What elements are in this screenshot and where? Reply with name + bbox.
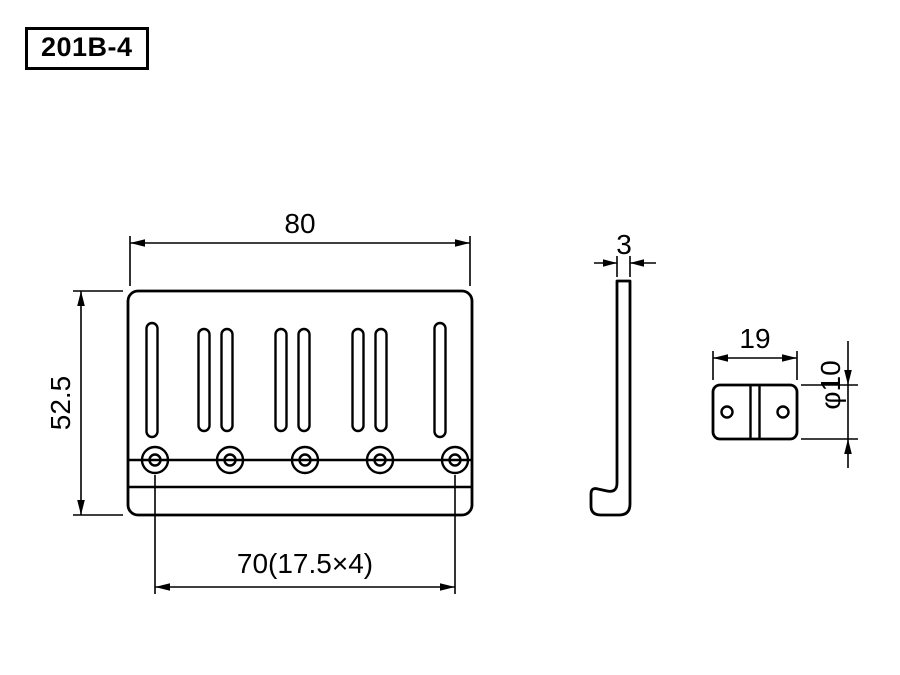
bridge-plate-top-view bbox=[126, 289, 474, 517]
dimension-text-height: 52.5 bbox=[45, 376, 76, 431]
arrowhead-left bbox=[603, 259, 617, 267]
arrowhead-top bbox=[77, 291, 85, 306]
arrowhead-bottom bbox=[77, 500, 85, 515]
string-slot bbox=[351, 327, 365, 433]
mounting-hole-center bbox=[148, 453, 162, 467]
mounting-hole bbox=[290, 445, 320, 475]
dimension-text-saddle-width: 19 bbox=[739, 323, 770, 354]
string-slot bbox=[145, 321, 159, 439]
arrowhead-left bbox=[130, 239, 145, 247]
string-slots bbox=[145, 321, 447, 439]
dimension-text-width: 80 bbox=[284, 208, 315, 239]
saddle-top-view bbox=[711, 383, 799, 441]
dimension-screw-spacing: 70(17.5×4) bbox=[154, 475, 456, 594]
dimension-text-thickness: 3 bbox=[616, 229, 632, 260]
bridge-plate-side-profile bbox=[589, 279, 632, 517]
string-slot bbox=[274, 327, 288, 433]
arrowhead-left bbox=[713, 354, 728, 362]
string-slot bbox=[297, 327, 311, 433]
mounting-hole bbox=[440, 445, 470, 475]
mounting-hole bbox=[365, 445, 395, 475]
mounting-hole bbox=[215, 445, 245, 475]
arrowhead-right bbox=[782, 354, 797, 362]
plate-outline bbox=[126, 289, 474, 517]
arrowhead-left bbox=[155, 583, 170, 591]
arrowhead-right bbox=[440, 583, 455, 591]
dimension-plate-width: 80 bbox=[129, 208, 471, 286]
part-number-label: 201B-4 bbox=[25, 27, 149, 70]
mounting-hole-center bbox=[373, 453, 387, 467]
mounting-hole-center bbox=[223, 453, 237, 467]
dimension-saddle-diameter: φ10 bbox=[801, 341, 858, 468]
string-slot bbox=[220, 327, 234, 433]
side-profile-outline bbox=[589, 279, 632, 517]
saddle-screw-hole bbox=[720, 405, 734, 419]
arrowhead-right bbox=[630, 259, 644, 267]
string-slot bbox=[197, 327, 211, 433]
mounting-hole bbox=[140, 445, 170, 475]
arrowhead-right bbox=[455, 239, 470, 247]
arrowhead-top bbox=[844, 370, 852, 385]
mounting-hole-center bbox=[298, 453, 312, 467]
arrowhead-bottom bbox=[844, 439, 852, 454]
dimension-plate-height: 52.5 bbox=[45, 290, 123, 516]
dimension-text-screw-spacing: 70(17.5×4) bbox=[237, 548, 373, 579]
saddle-screw-hole bbox=[776, 405, 790, 419]
dimension-plate-thickness: 3 bbox=[594, 229, 656, 277]
dimension-text-saddle-diameter: φ10 bbox=[815, 360, 846, 409]
mounting-holes bbox=[140, 445, 470, 475]
dimension-saddle-width: 19 bbox=[712, 323, 798, 380]
string-slot bbox=[433, 321, 447, 439]
mounting-hole-center bbox=[448, 453, 462, 467]
string-slot bbox=[374, 327, 388, 433]
saddle-outline bbox=[711, 383, 799, 441]
